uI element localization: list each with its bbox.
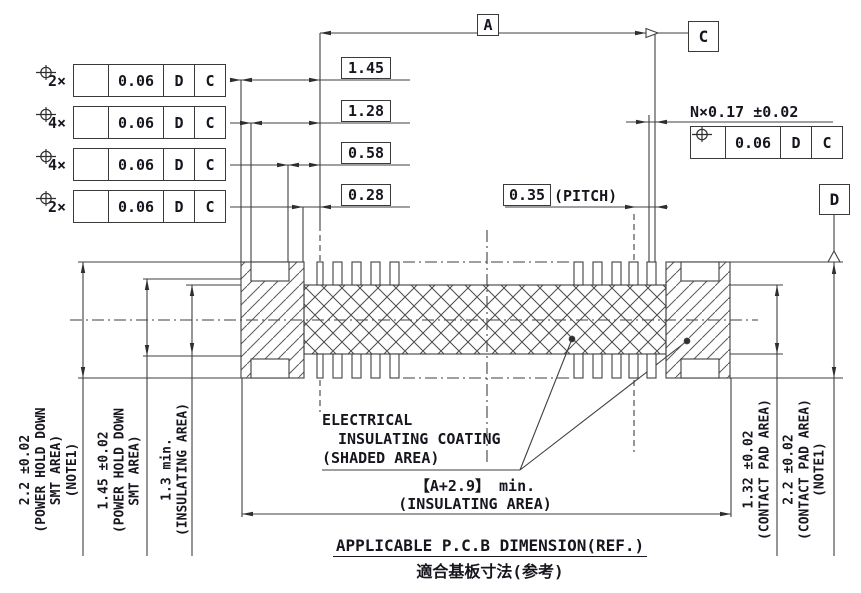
qty-label: 4×: [47, 113, 66, 132]
dim-text: (INSULATING AREA): [175, 402, 190, 537]
leader-dot: [683, 337, 691, 345]
dim-text: (POWER HOLD DOWN: [112, 407, 127, 534]
feature-control-frame: 0.06 D C: [36, 190, 226, 223]
dimension-label-contact-pad-1: 1.32 ±0.02 (CONTACT PAD AREA): [742, 395, 773, 545]
block-notch: [250, 261, 290, 282]
coating-note-line3: (SHADED AREA): [322, 449, 440, 467]
tolerance-frame-row-1: 2× 0.06 D C: [34, 64, 226, 97]
feature-control-frame: 0.06 D C: [36, 64, 226, 97]
primary-datum: D: [163, 149, 194, 180]
dim-text: (NOTE1): [64, 442, 80, 498]
tolerance-value: 0.06: [108, 107, 163, 138]
drawing-title-en: APPLICABLE P.C.B DIMENSION(REF.): [332, 536, 648, 557]
drawing-title: APPLICABLE P.C.B DIMENSION(REF.) 適合基板寸法(…: [290, 536, 690, 582]
tolerance-value: 0.06: [108, 149, 163, 180]
position-tolerance-icon: [36, 149, 108, 180]
position-tolerance-icon: [36, 107, 108, 138]
dimension-label-insulating: 1.3 min. (INSULATING AREA): [160, 395, 191, 545]
secondary-datum: C: [194, 149, 225, 180]
secondary-datum: C: [194, 65, 225, 96]
block-notch: [250, 358, 290, 379]
dimension-value-box: 0.58: [341, 142, 391, 164]
block-notch: [680, 358, 720, 379]
dim-text: 1.32 ±0.02: [741, 430, 757, 509]
leader-dot: [568, 335, 576, 343]
pitch-label: (PITCH): [554, 187, 618, 205]
dim-text: (CONTACT PAD AREA): [757, 399, 772, 540]
primary-datum: D: [163, 65, 194, 96]
drawing-title-jp: 適合基板寸法(参考): [416, 562, 564, 581]
secondary-datum: C: [194, 107, 225, 138]
feature-control-frame: 0.06 D C: [36, 148, 226, 181]
dim-text: SMT AREA): [127, 435, 143, 506]
datum-triangles: [645, 27, 841, 263]
coating-note-line1: ELECTRICAL: [322, 411, 413, 429]
position-tolerance-icon: [691, 127, 725, 158]
insulating-area-line2: (INSULATING AREA): [398, 495, 552, 513]
arrowheads: [80, 30, 837, 517]
dim-text: 1.3 min.: [159, 438, 175, 501]
dim-text: 2.2 ±0.02: [781, 434, 797, 505]
dimension-lines: [78, 32, 843, 556]
tolerance-value: 0.06: [725, 127, 780, 158]
dim-text: 1.45 ±0.02: [96, 431, 112, 510]
qty-label: 4×: [47, 155, 66, 174]
dim-text: 2.2 ±0.02: [18, 434, 33, 506]
secondary-datum: C: [811, 127, 842, 158]
dimension-value-box: 1.28: [341, 100, 391, 122]
dim-text: SMT AREA): [49, 434, 64, 506]
dim-text: (CONTACT PAD AREA): [797, 399, 812, 540]
feature-control-frame: 0.06 D C: [36, 106, 226, 139]
primary-datum: D: [163, 107, 194, 138]
dimension-label-contact-pad-2: 2.2 ±0.02 (CONTACT PAD AREA) (NOTE1): [782, 395, 829, 545]
feature-control-frame: 0.06 D C: [690, 126, 843, 159]
contact-pads-top: [316, 261, 657, 286]
insulating-coating-band: [303, 284, 667, 355]
coating-note: ELECTRICAL INSULATING COATING (SHADED AR…: [322, 411, 501, 468]
tolerance-value: 0.06: [108, 65, 163, 96]
tolerance-frame-row-3: 4× 0.06 D C: [34, 148, 226, 181]
position-tolerance-icon: [36, 191, 108, 222]
position-tolerance-icon: [36, 65, 108, 96]
pitch-value-box: 0.35: [503, 184, 551, 206]
tolerance-value: 0.06: [108, 191, 163, 222]
primary-datum: D: [163, 191, 194, 222]
block-notch: [680, 261, 720, 282]
coating-note-line2: INSULATING COATING: [338, 430, 501, 448]
dimension-label-power-hold-down-2: 1.45 ±0.02 (POWER HOLD DOWN SMT AREA): [97, 396, 144, 546]
contact-pad-dimension-label: N×0.17 ±0.02: [690, 103, 799, 121]
tolerance-frame-row-2: 4× 0.06 D C: [34, 106, 226, 139]
datum-label-c: C: [688, 21, 719, 52]
insulating-area-dimension: 【A+2.9】 min. (INSULATING AREA): [330, 477, 620, 513]
dimension-value-box: 1.45: [341, 57, 391, 79]
pcb-pattern: [240, 261, 731, 379]
tolerance-frame-row-4: 2× 0.06 D C: [34, 190, 226, 223]
insulating-area-line1: 【A+2.9】 min.: [414, 477, 536, 495]
primary-datum: D: [780, 127, 811, 158]
contact-pads-bottom: [316, 353, 657, 379]
contact-pad-tolerance-frame: 0.06 D C: [690, 126, 843, 159]
datum-label-a: A: [477, 14, 499, 36]
datum-label-d: D: [819, 184, 850, 215]
dim-text: (NOTE1): [812, 442, 828, 497]
dimension-label-power-hold-down-1: 2.2 ±0.02 (POWER HOLD DOWN SMT AREA) (NO…: [18, 395, 80, 545]
dim-text: (POWER HOLD DOWN: [33, 407, 49, 533]
secondary-datum: C: [194, 191, 225, 222]
qty-label: 2×: [47, 71, 66, 90]
qty-label: 2×: [47, 197, 66, 216]
dimension-value-box: 0.28: [341, 184, 391, 206]
